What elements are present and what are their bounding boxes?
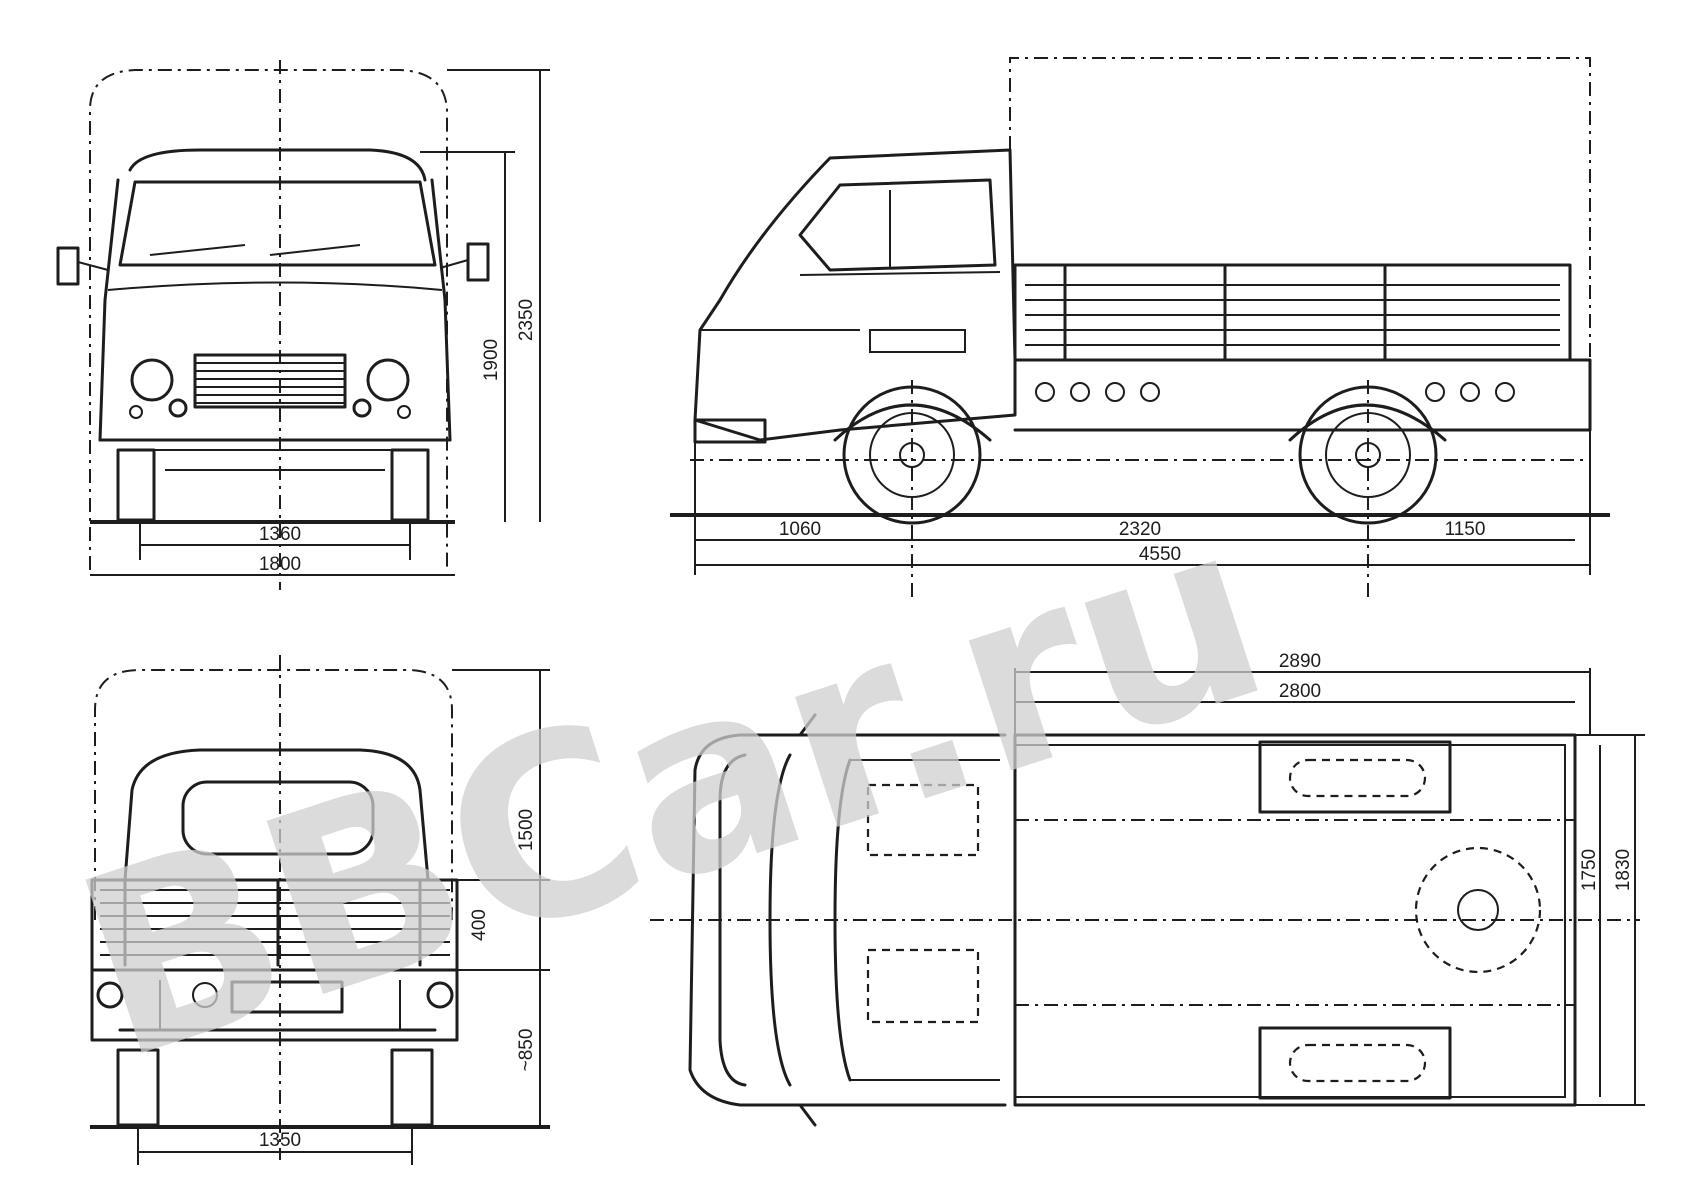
top-bed-inner-width-dim: 1750 [1579,849,1600,891]
top-bed-outer-length-dim: 2890 [1279,651,1321,672]
side-overall-length-dim: 4550 [1139,544,1181,565]
front-track-dim: 1360 [259,524,301,545]
top-bed-outer-width-dim: 1830 [1613,849,1634,891]
rear-view: 1350 1500 400 ~850 [90,655,550,1165]
side-view: 1060 2320 1150 4550 [670,57,1610,600]
front-cab-height-dim: 1900 [481,339,502,381]
side-rear-overhang-dim: 1150 [1445,519,1486,540]
top-view: 2890 2800 1750 1830 [650,651,1645,1127]
rear-floor-height-dim: ~850 [516,1029,537,1072]
side-front-overhang-dim: 1060 [779,519,821,540]
front-width-dim: 1800 [259,554,301,575]
rear-tarp-height-dim: 1500 [516,809,537,851]
front-overall-height-dim: 2350 [516,299,537,341]
watermark-logo: BBCar.ru [48,463,1296,1116]
front-view: 1360 1800 1900 2350 [56,60,550,590]
top-bed-inner-length-dim: 2800 [1279,681,1321,702]
side-wheelbase-dim: 2320 [1119,519,1161,540]
rear-side-height-dim: 400 [469,909,490,941]
rear-track-dim: 1350 [259,1130,301,1151]
